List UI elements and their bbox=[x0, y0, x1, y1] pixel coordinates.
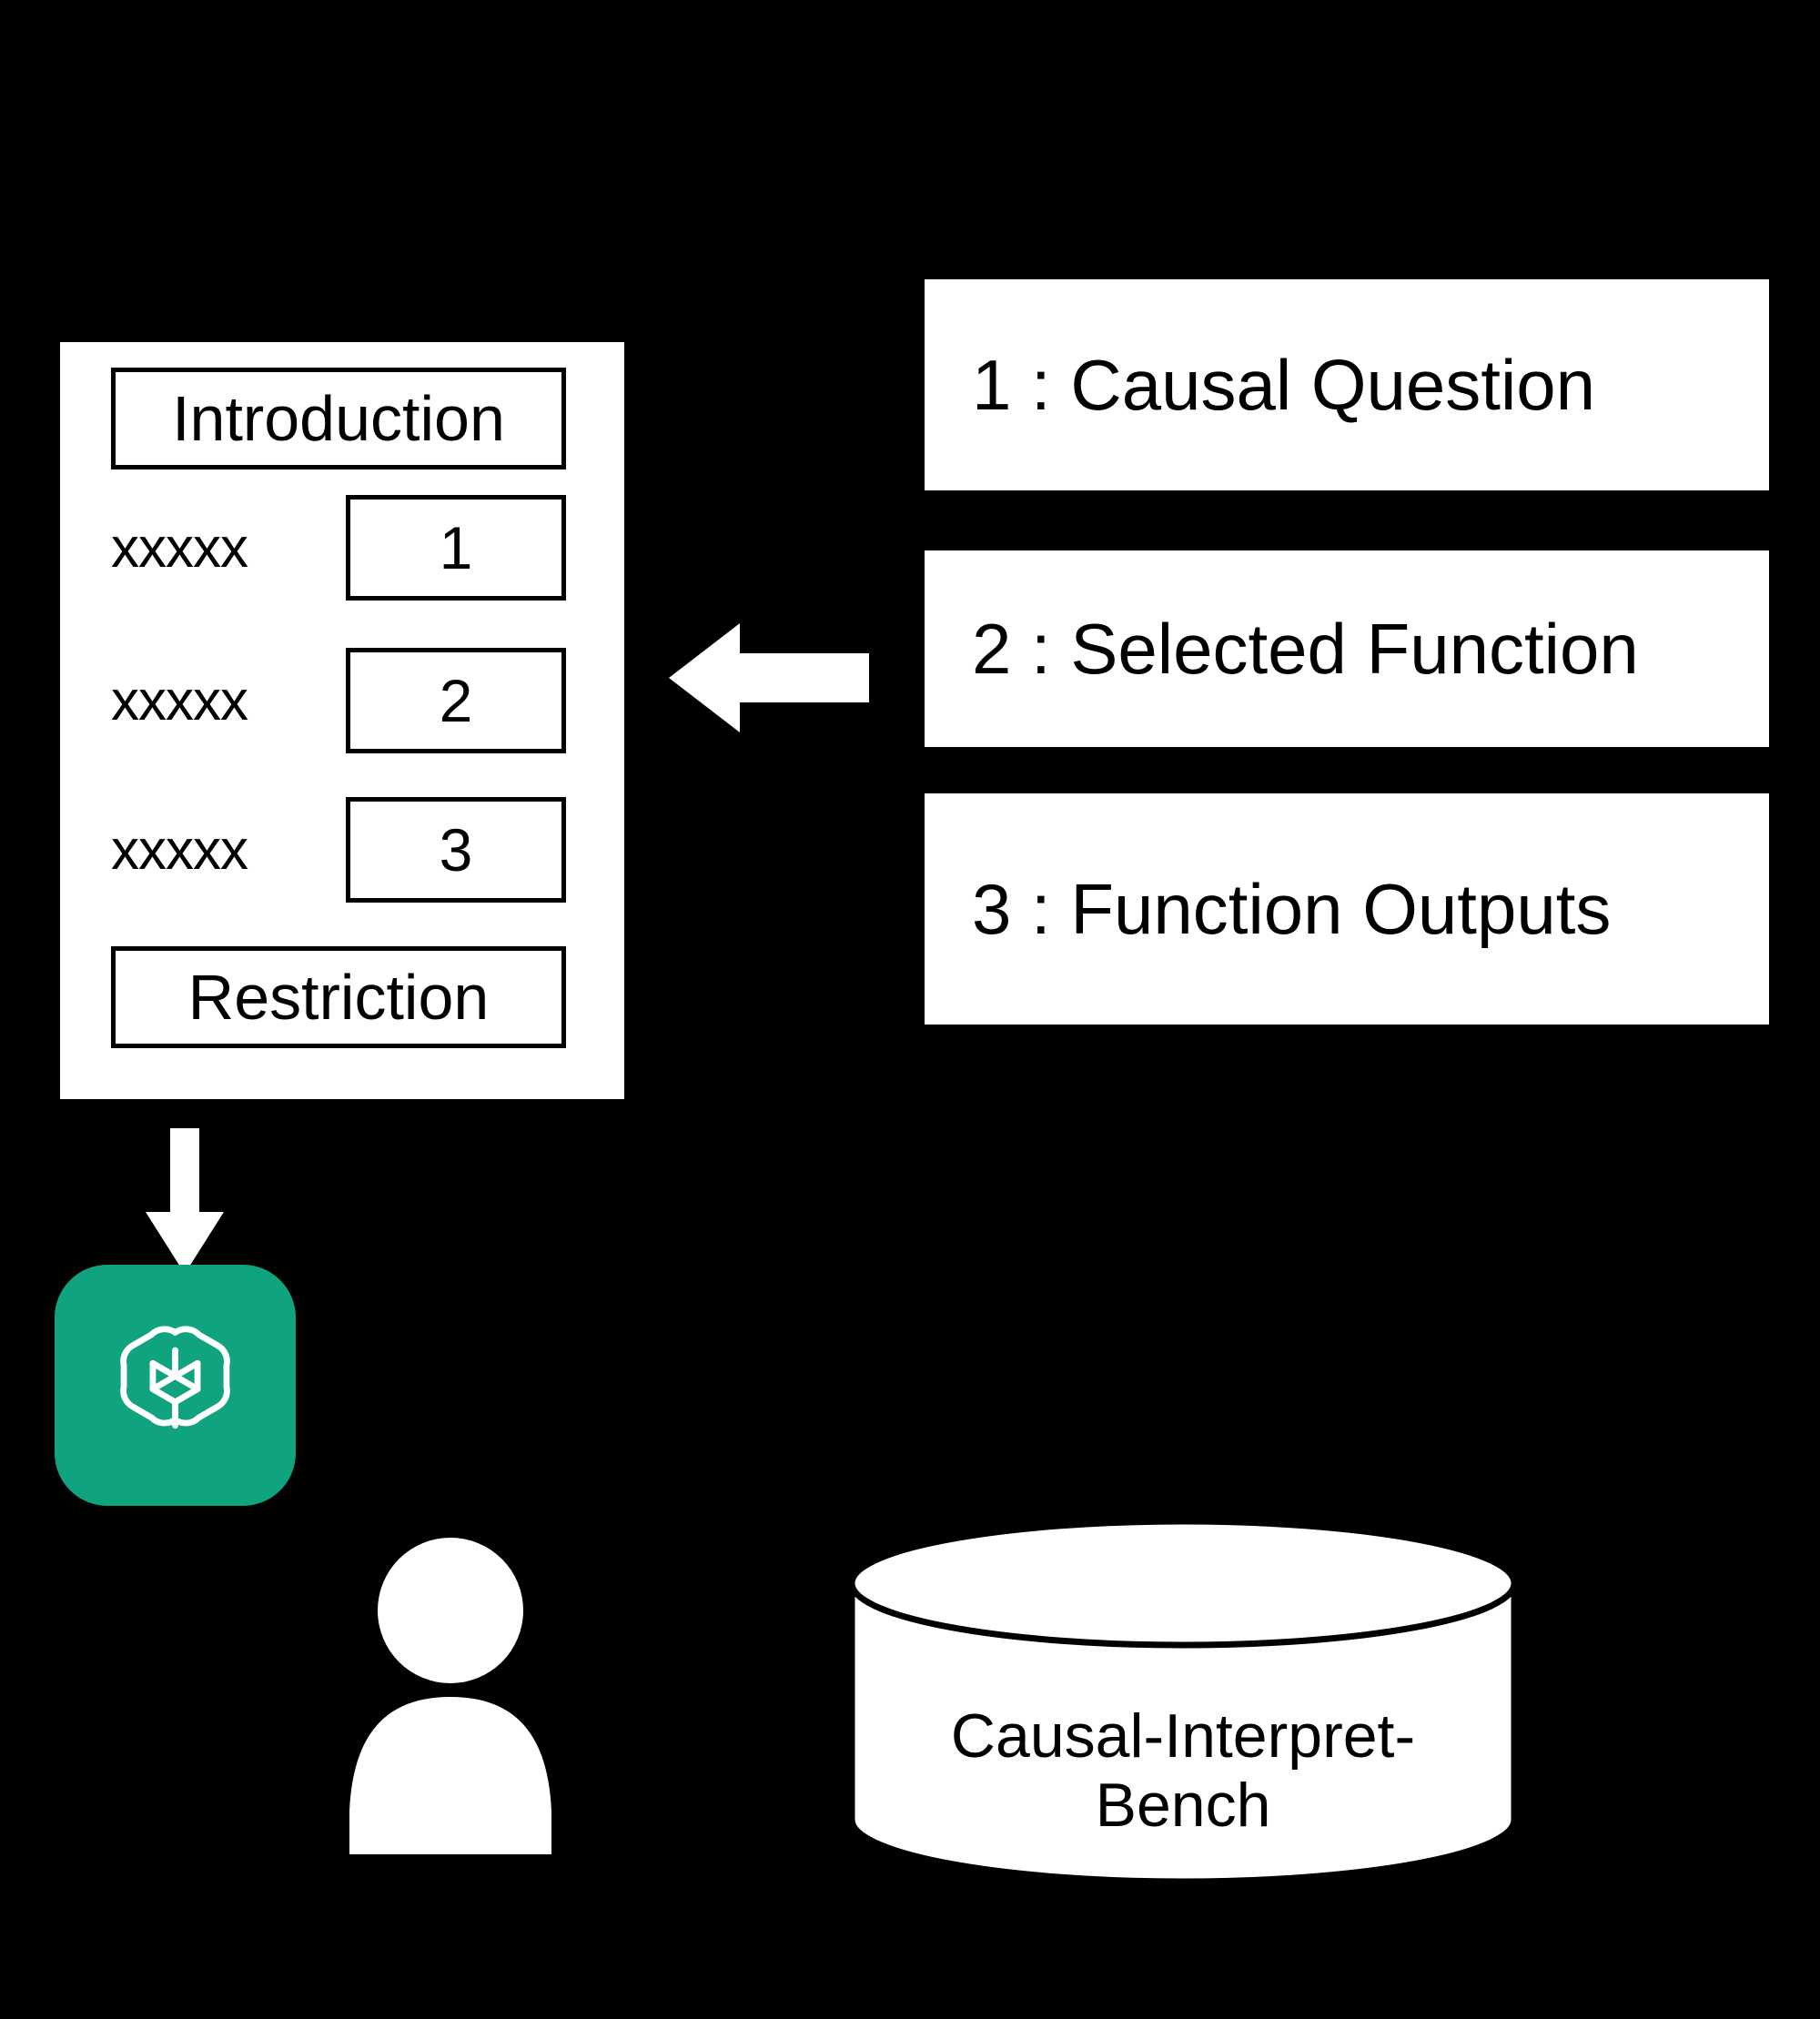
document-item-placeholder-text: xxxxx bbox=[111, 516, 248, 580]
document-item-number-box: 1 bbox=[346, 495, 566, 601]
stage-label: 2 : Selected Function bbox=[972, 608, 1639, 689]
stage-label: 3 : Function Outputs bbox=[972, 868, 1612, 949]
document-item-placeholder-text: xxxxx bbox=[111, 669, 248, 732]
database-cylinder-icon bbox=[848, 1519, 1518, 1883]
stage-box-function-outputs: 3 : Function Outputs bbox=[925, 793, 1769, 1025]
document-item-number-box: 3 bbox=[346, 797, 566, 903]
arrow-down-icon bbox=[146, 1128, 224, 1274]
document-item-row: xxxxx 3 bbox=[111, 797, 566, 903]
document-restriction-box: Restriction bbox=[111, 946, 566, 1048]
stage-box-causal-question: 1 : Causal Question bbox=[925, 279, 1769, 490]
document-restriction-label: Restriction bbox=[187, 962, 490, 1033]
document-item-placeholder-text: xxxxx bbox=[111, 818, 248, 882]
document-introduction-label: Introduction bbox=[172, 383, 505, 454]
document-introduction-box: Introduction bbox=[111, 368, 566, 469]
prompt-document-panel: Introduction xxxxx 1 xxxxx 2 xxxxx 3 Res… bbox=[60, 342, 624, 1099]
user-person-icon bbox=[349, 1538, 551, 1854]
document-item-number-box: 2 bbox=[346, 648, 566, 753]
openai-logo-icon bbox=[120, 1326, 230, 1429]
stage-label: 1 : Causal Question bbox=[972, 344, 1596, 425]
arrow-left-icon bbox=[669, 623, 869, 732]
document-item-row: xxxxx 1 bbox=[111, 495, 566, 601]
document-item-row: xxxxx 2 bbox=[111, 648, 566, 753]
llm-openai-badge bbox=[55, 1265, 296, 1506]
stage-box-selected-function: 2 : Selected Function bbox=[925, 550, 1769, 747]
